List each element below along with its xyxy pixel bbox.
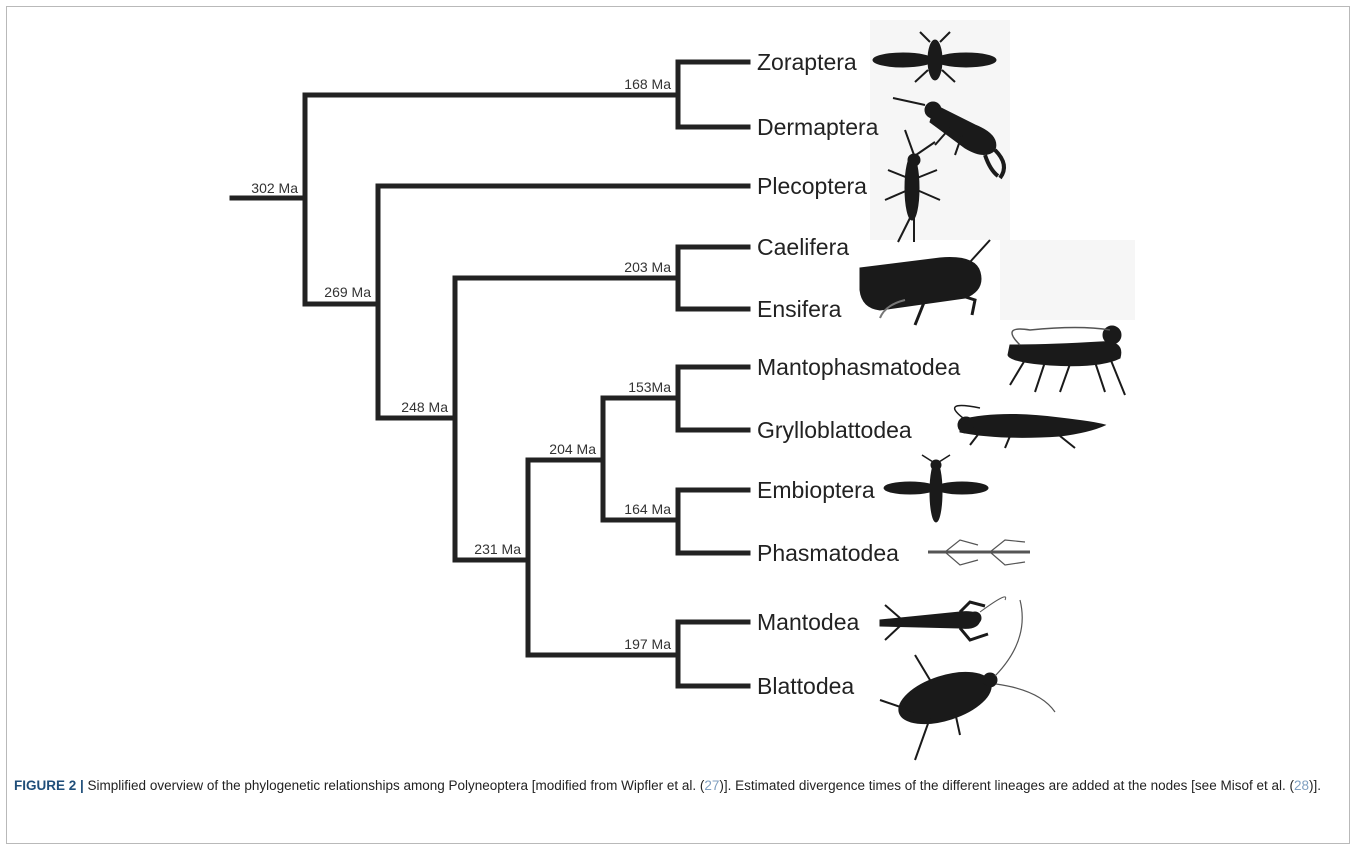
taxon-label: Mantodea (757, 609, 860, 635)
reference-link[interactable]: 27 (704, 778, 719, 793)
phasmatodea-silhouette (928, 540, 1030, 565)
mantophasmatodea-silhouette (1008, 326, 1125, 395)
age-label-168: 168 Ma (624, 76, 671, 92)
reference-link[interactable]: 28 (1294, 778, 1309, 793)
age-label-302: 302 Ma (251, 180, 298, 196)
age-label-269: 269 Ma (324, 284, 371, 300)
age-label-231: 231 Ma (474, 541, 521, 557)
mantodea-silhouette (880, 597, 1006, 640)
age-label-204: 204 Ma (549, 441, 596, 457)
age-label-203: 203 Ma (624, 259, 671, 275)
phylogenetic-tree: 302 Ma 269 Ma 248 Ma 231 Ma 204 Ma 168 M… (0, 0, 1358, 770)
age-label-248: 248 Ma (401, 399, 448, 415)
grylloblattodea-silhouette (955, 406, 1105, 448)
age-label-197: 197 Ma (624, 636, 671, 652)
age-label-153: 153Ma (628, 379, 671, 395)
silhouette-backdrop (1000, 240, 1135, 320)
caption-text: Simplified overview of the phylogenetic … (84, 778, 705, 793)
taxon-label: Ensifera (757, 296, 842, 322)
taxon-label: Blattodea (757, 673, 854, 699)
taxon-label: Plecoptera (757, 173, 867, 199)
taxon-label: Zoraptera (757, 49, 857, 75)
taxon-label: Dermaptera (757, 114, 879, 140)
taxon-label: Mantophasmatodea (757, 354, 961, 380)
figure-caption: FIGURE 2 | Simplified overview of the ph… (14, 776, 1330, 795)
taxon-label: Grylloblattodea (757, 417, 912, 443)
figure-label: FIGURE 2 | (14, 778, 84, 793)
tree-edges (232, 62, 748, 686)
node-ages: 302 Ma 269 Ma 248 Ma 231 Ma 204 Ma 168 M… (251, 76, 671, 652)
age-label-164: 164 Ma (624, 501, 671, 517)
grasshopper-silhouette (860, 240, 990, 325)
taxon-label: Embioptera (757, 477, 875, 503)
taxon-label: Phasmatodea (757, 540, 899, 566)
taxon-label: Caelifera (757, 234, 849, 260)
caption-text: )]. Estimated divergence times of the di… (719, 778, 1294, 793)
caption-text: )]. (1309, 778, 1321, 793)
embioptera-silhouette (884, 455, 988, 522)
